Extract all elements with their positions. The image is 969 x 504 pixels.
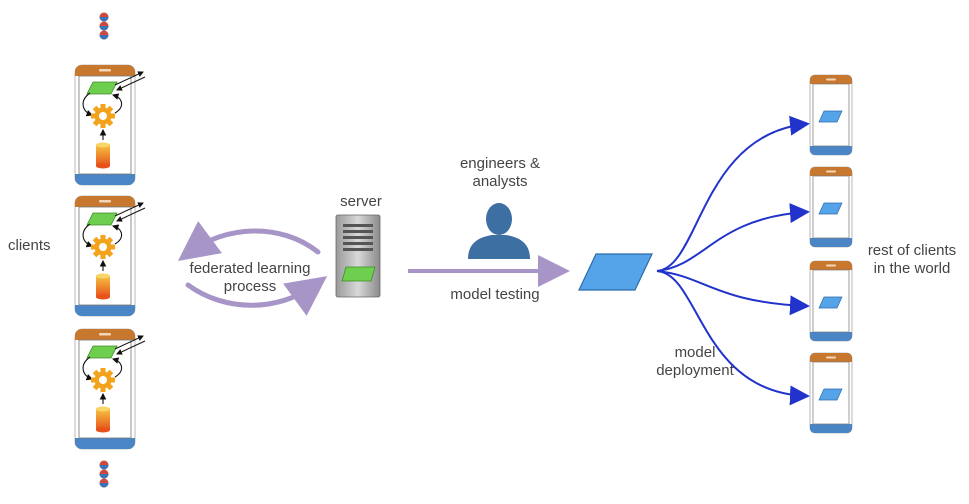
rest-of-clients-label: rest of clients in the world bbox=[858, 242, 966, 278]
rest-label-line1: rest of clients bbox=[867, 242, 957, 259]
fl-label-line1: federated learning bbox=[189, 260, 311, 277]
fl-arrow-to-clients bbox=[177, 221, 321, 261]
server-label: server bbox=[340, 193, 382, 210]
world-phone-4 bbox=[809, 352, 853, 434]
deploy-arrow-4 bbox=[656, 270, 810, 406]
engineers-label: engineers & analysts bbox=[440, 155, 560, 191]
server-icon bbox=[335, 214, 381, 298]
person-icon bbox=[468, 203, 530, 259]
fl-label-line2: process bbox=[223, 278, 277, 295]
engineers-label-line1: engineers & bbox=[459, 155, 541, 172]
deployment-label-line2: deployment bbox=[656, 362, 734, 379]
client-phone-1 bbox=[75, 65, 145, 185]
clients-label: clients bbox=[8, 237, 51, 254]
federated-learning-label: federated learning process bbox=[180, 260, 320, 296]
client-phone-2 bbox=[75, 196, 145, 316]
deploy-arrow-3 bbox=[656, 270, 810, 316]
model-icon bbox=[578, 253, 653, 291]
world-phone-1 bbox=[809, 74, 853, 156]
deploy-arrow-2 bbox=[656, 203, 810, 272]
fl-arrow-to-server bbox=[185, 276, 328, 316]
ellipsis-dots-icon bbox=[99, 12, 109, 40]
deployment-label-line1: model bbox=[674, 344, 716, 361]
deploy-arrow-1 bbox=[656, 115, 810, 272]
world-phone-2 bbox=[809, 166, 853, 248]
ellipsis-dots-icon bbox=[99, 460, 109, 488]
engineers-label-line2: analysts bbox=[472, 173, 528, 190]
client-phone-3 bbox=[75, 329, 145, 449]
rest-label-line2: in the world bbox=[873, 260, 951, 277]
model-testing-label: model testing bbox=[450, 286, 540, 303]
model-deployment-label: model deployment bbox=[640, 344, 750, 380]
world-phone-3 bbox=[809, 260, 853, 342]
